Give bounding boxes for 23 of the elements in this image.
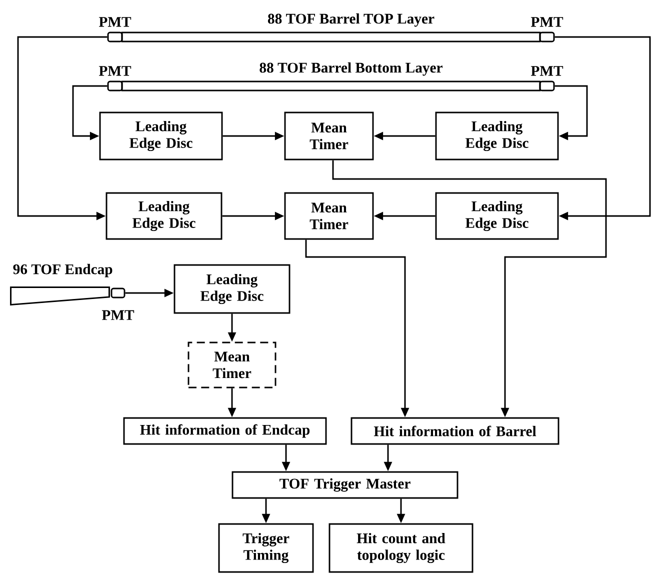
layer-label: 88 TOF Barrel TOP Layer — [268, 13, 434, 27]
process-box: Hit count and topology logic — [328, 523, 474, 573]
pmt-label: PMT — [98, 66, 132, 76]
process-box: Hit information of Barrel — [350, 417, 560, 445]
arrow — [554, 85, 588, 140]
pmt-label: PMT — [530, 17, 564, 27]
process-box: Leading Edge Disc — [99, 112, 223, 160]
process-box: Leading Edge Disc — [435, 112, 559, 160]
process-box: Leading Edge Disc — [435, 192, 559, 240]
process-box: Leading Edge Disc — [174, 264, 290, 314]
process-box: Trigger Timing — [218, 523, 314, 573]
pmt-label: PMT — [102, 310, 134, 320]
process-box: Mean Timer — [188, 342, 276, 388]
process-box: Leading Edge Disc — [106, 192, 222, 240]
arrow — [554, 36, 651, 220]
process-box: Mean Timer — [284, 112, 374, 160]
layer-label: 88 TOF Barrel Bottom Layer — [260, 62, 442, 76]
endcap-label: 96 TOF Endcap — [13, 264, 112, 278]
process-box: TOF Trigger Master — [232, 471, 458, 499]
pmt-label: PMT — [530, 66, 564, 76]
process-box: Hit information of Endcap — [123, 417, 327, 445]
pmt-label: PMT — [98, 17, 132, 27]
process-box: Mean Timer — [284, 192, 374, 240]
